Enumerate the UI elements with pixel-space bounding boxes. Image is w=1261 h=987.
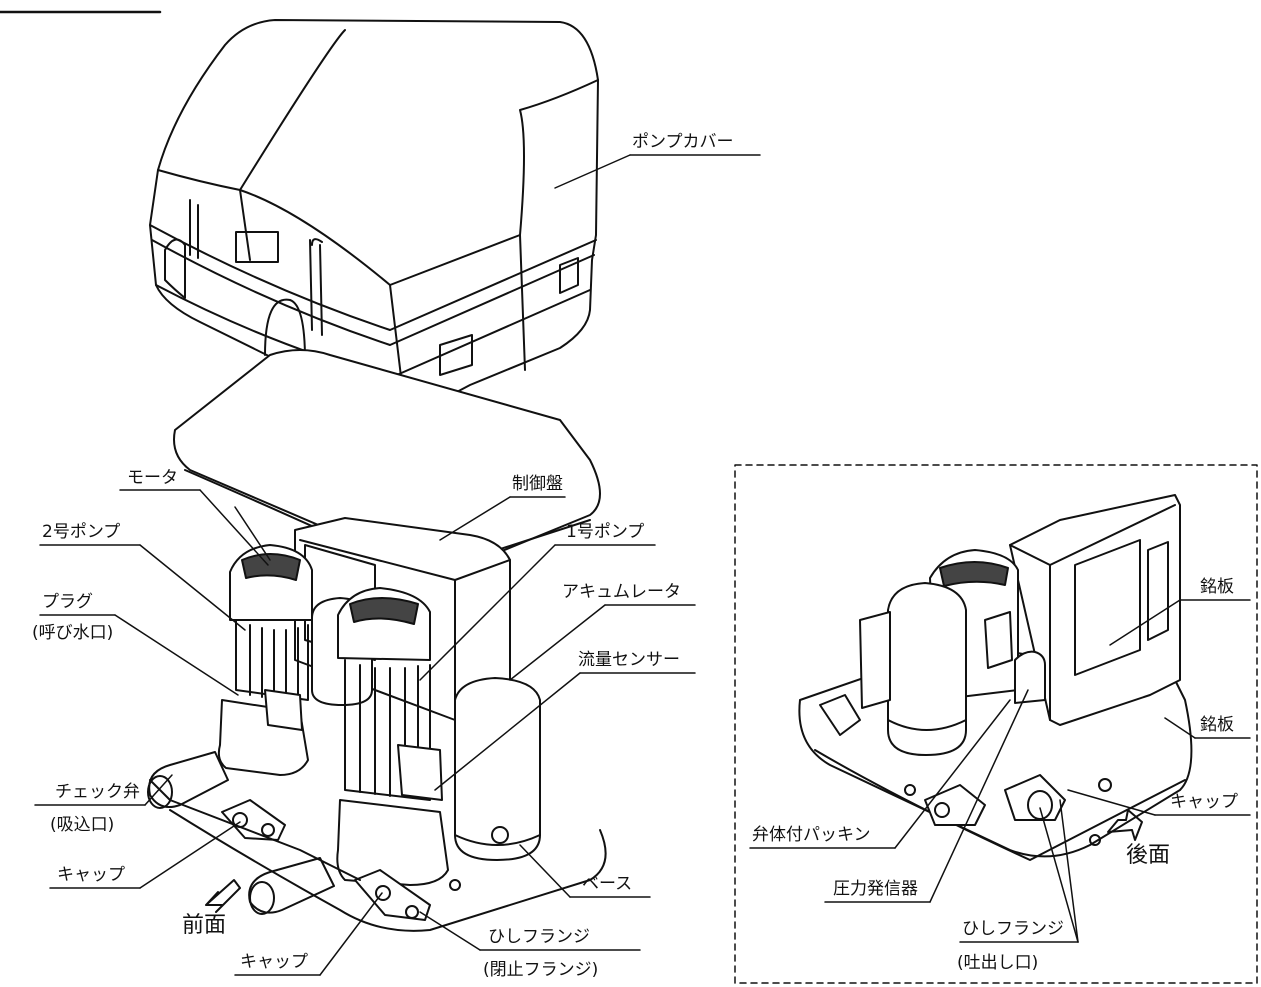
label-motor: モータ [127, 468, 178, 488]
leader-cap-bottom [319, 892, 383, 976]
label-check-valve-sub: (吸込口) [50, 815, 115, 835]
leader-valve-packing [894, 699, 1011, 849]
leader-flow-sensor [434, 672, 581, 791]
label-hishi-flange-closed-sub: (閉止フランジ) [483, 960, 599, 980]
rear-unit-drawing [798, 494, 1193, 861]
rear-arrow-icon [1107, 809, 1143, 841]
label-check-valve: チェック弁 [55, 782, 140, 802]
leader-cap-left [139, 821, 241, 889]
pump-cover-drawing [149, 19, 599, 417]
label-flow-sensor: 流量センサー [578, 650, 680, 670]
leader-hishi-discharge-a [1039, 807, 1079, 943]
label-pump-no1: 1号ポンプ [566, 522, 645, 542]
leader-hishi-closed [419, 911, 481, 951]
label-hishi-flange-closed: ひしフランジ [488, 927, 590, 947]
label-pressure-transmitter: 圧力発信器 [833, 879, 918, 899]
leader-check-valve [144, 774, 173, 806]
label-valve-packing: 弁体付パッキン [752, 825, 871, 845]
label-pump-no2: 2号ポンプ [42, 522, 121, 542]
leader-hishi-discharge-b [1059, 799, 1079, 943]
label-hishi-flange-discharge: ひしフランジ [962, 919, 1064, 939]
label-hishi-flange-discharge-sub: (吐出し口) [957, 953, 1039, 973]
label-control-panel: 制御盤 [512, 474, 563, 494]
leader-nameplate-top [1109, 599, 1181, 646]
label-front: 前面 [182, 913, 227, 938]
leader-motor [234, 506, 271, 561]
label-nameplate-top: 銘板 [1200, 577, 1234, 597]
leader-nameplate-bottom [1164, 717, 1196, 739]
leader-pump1 [419, 544, 556, 681]
label-plug-sub: (呼び水口) [32, 623, 114, 643]
leader-motor-d [199, 489, 269, 566]
label-base: ベース [582, 874, 633, 894]
label-accumulator: アキュムレータ [562, 582, 681, 602]
leader-base [519, 844, 571, 898]
label-cap-left: キャップ [57, 865, 125, 885]
leader-pump-cover [554, 154, 631, 189]
label-cap-bottom: キャップ [240, 952, 308, 972]
leader-cap-right [1067, 789, 1156, 816]
label-cap-right: キャップ [1170, 792, 1238, 812]
label-nameplate-bottom: 銘板 [1200, 715, 1234, 735]
leader-pressure [929, 689, 1029, 903]
rear-view-frame [734, 464, 1258, 984]
label-pump-cover: ポンプカバー [632, 132, 734, 152]
front-unit-drawing [147, 349, 607, 932]
front-arrow-icon [205, 879, 241, 913]
leader-accumulator [509, 604, 606, 681]
leader-plug [114, 614, 239, 696]
label-rear: 後面 [1126, 843, 1171, 868]
leader-pump2 [139, 544, 246, 631]
rule-motor [120, 490, 235, 507]
leader-control-panel [439, 496, 511, 541]
label-plug: プラグ [42, 592, 93, 612]
